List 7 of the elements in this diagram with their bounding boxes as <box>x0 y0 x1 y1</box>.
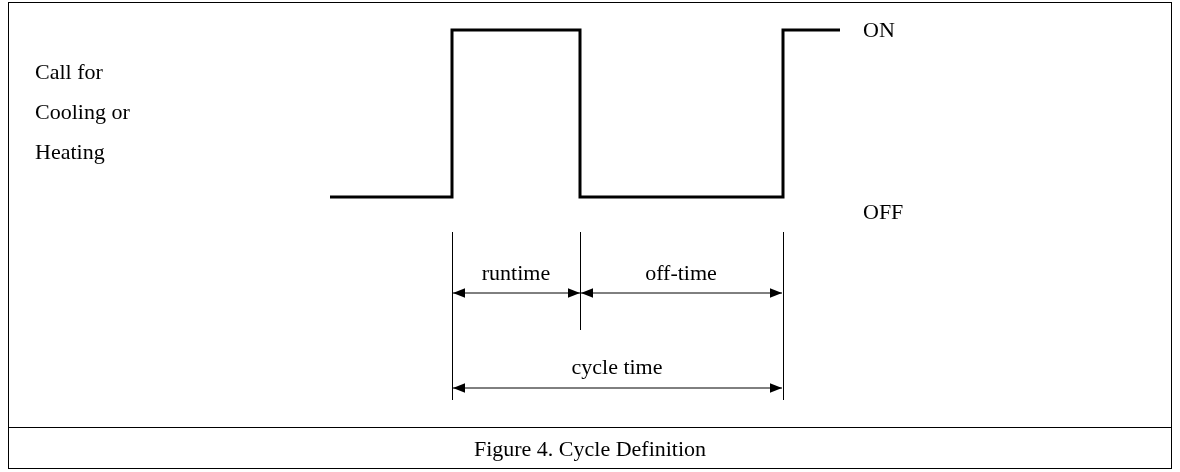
state-label: OFF <box>863 198 904 226</box>
signal-label: Call for Cooling or Heating <box>35 58 131 166</box>
dimension-label: runtime <box>481 259 551 287</box>
figure-caption: Figure 4. Cycle Definition <box>473 435 707 463</box>
dimension-label: off-time <box>645 259 717 287</box>
dimension-label: cycle time <box>571 353 663 381</box>
state-label: ON <box>863 16 895 44</box>
